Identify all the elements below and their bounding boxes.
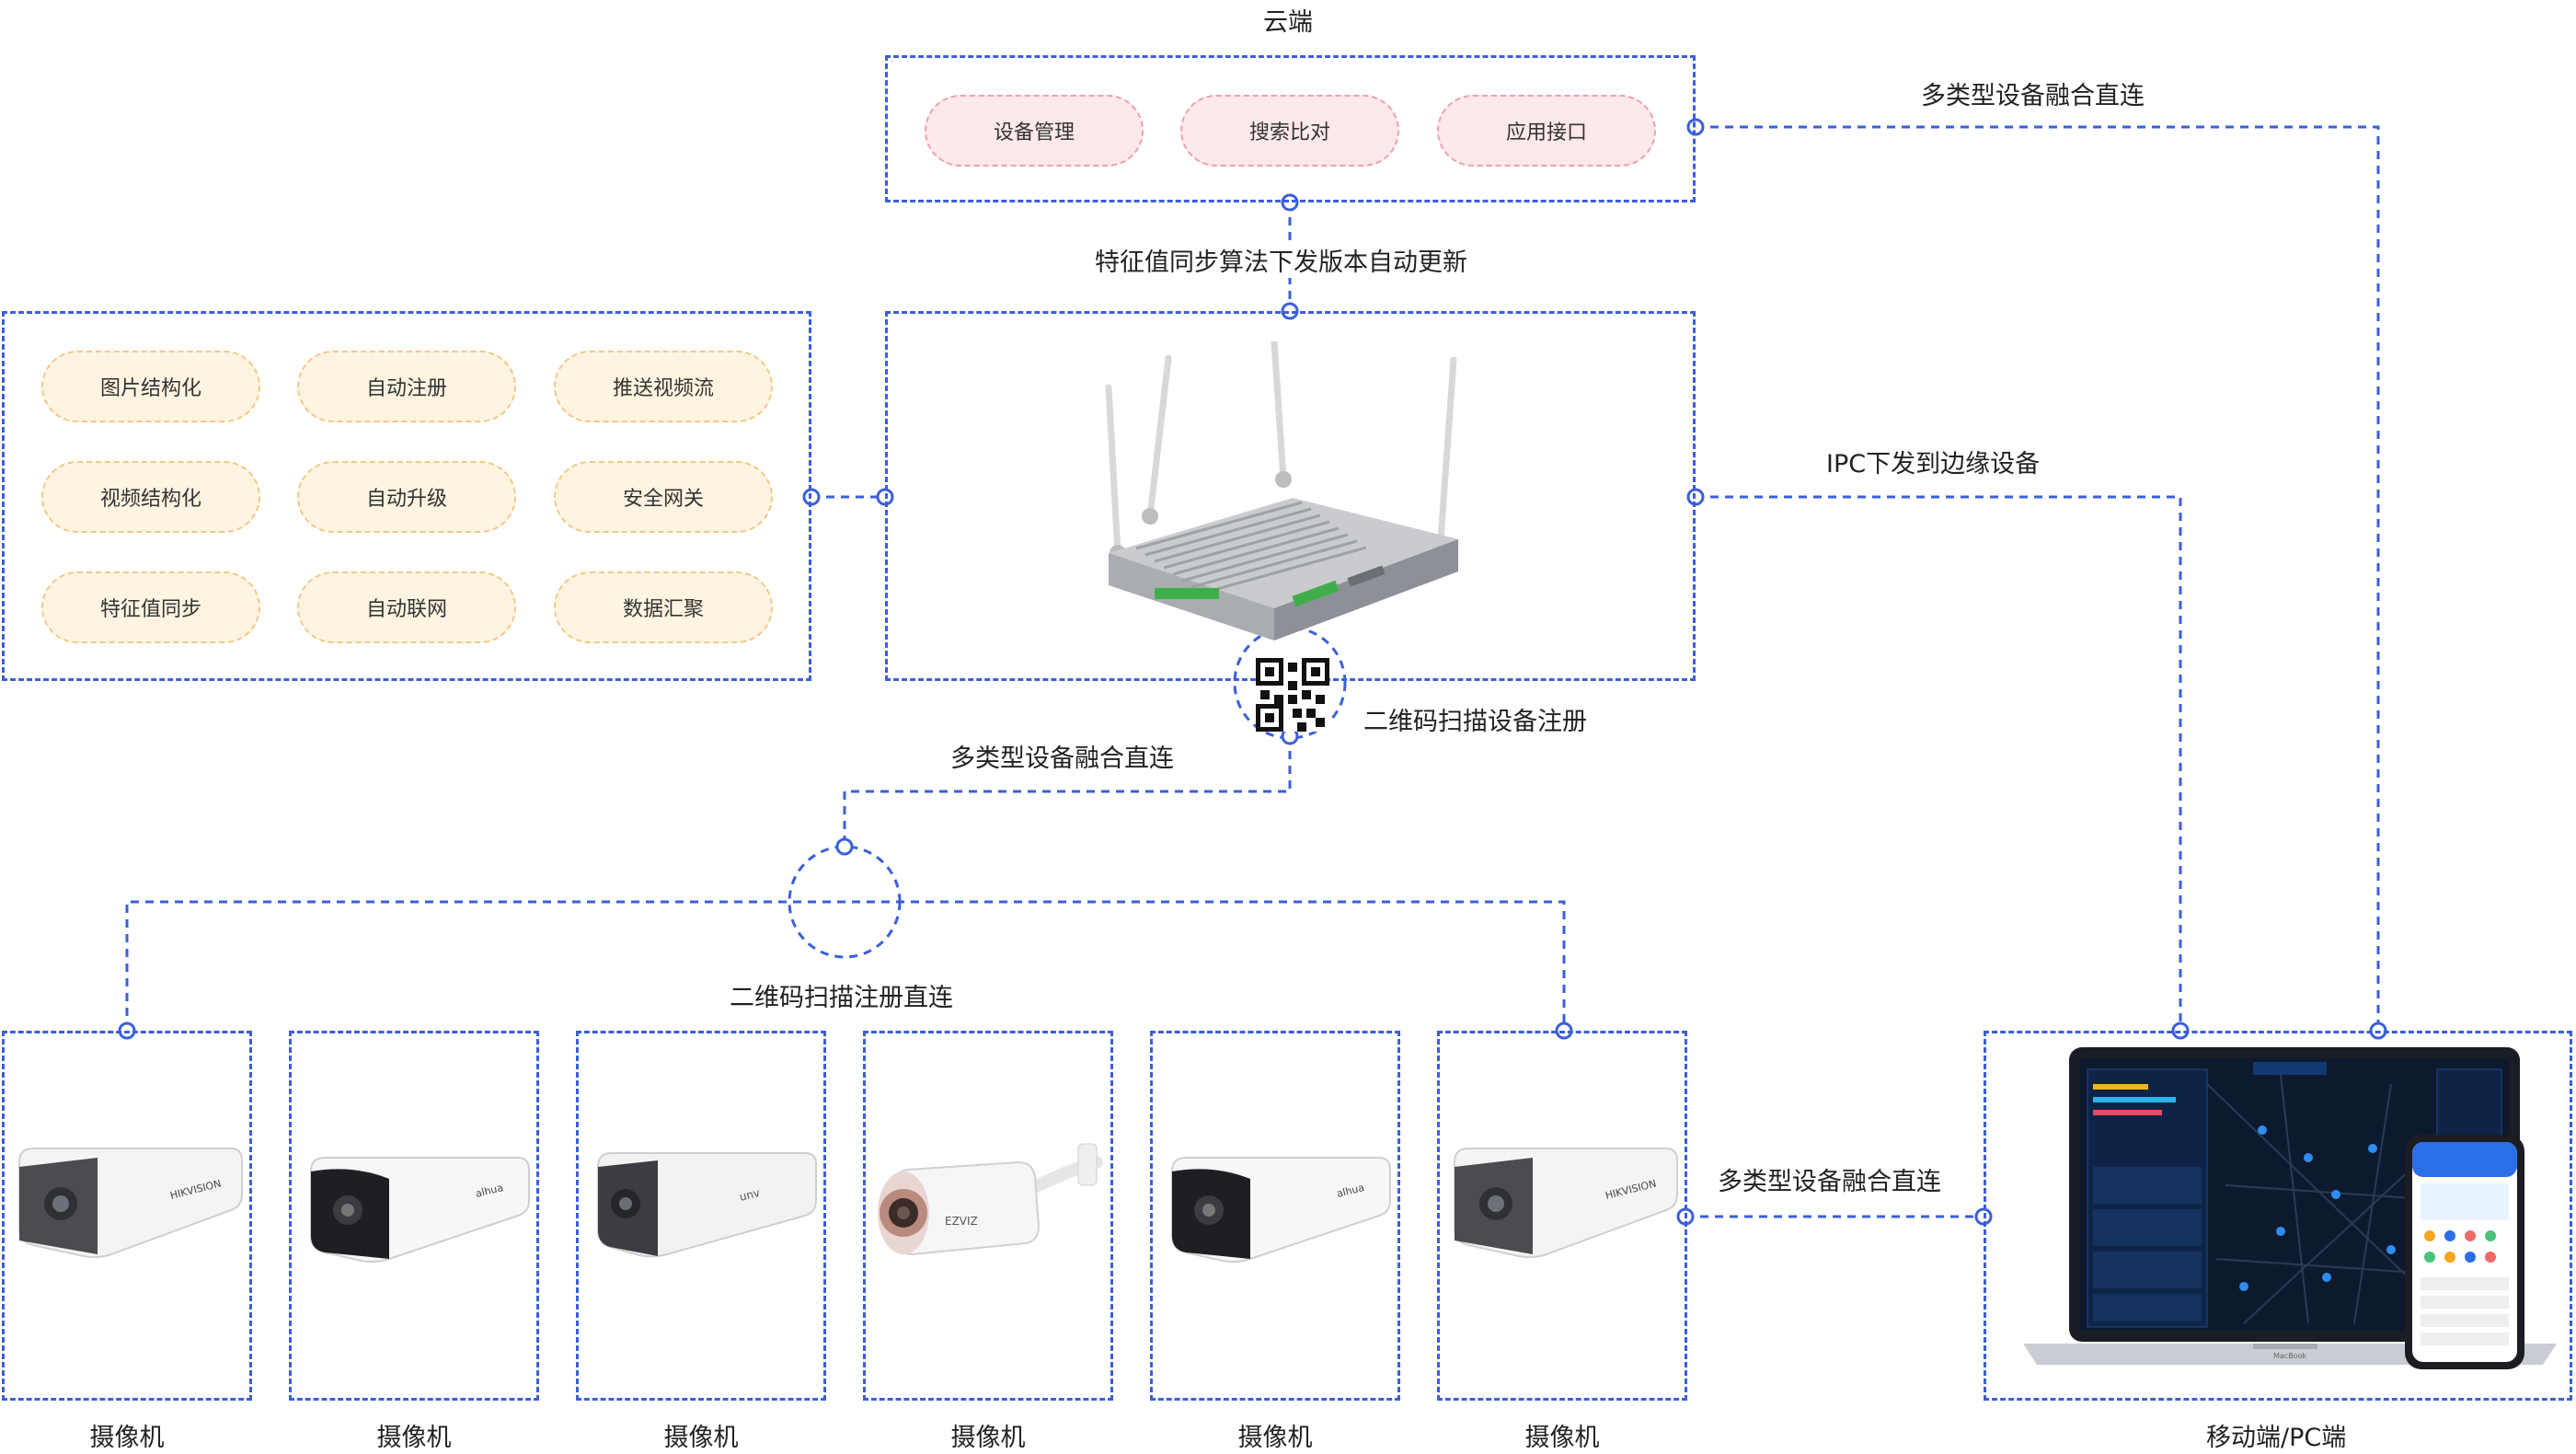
pill-security-gateway[interactable]: 安全网关 [554,461,773,533]
edge-features-box: 图片结构化 自动注册 推送视频流 视频结构化 自动升级 安全网关 特征值同步 自… [2,311,811,681]
camera-label: 摄像机 [663,1424,739,1452]
camera-box[interactable]: unv [576,1031,826,1401]
pill-video-structuring[interactable]: 视频结构化 [41,461,260,533]
bullet-camera-icon: HIKVISION [18,1148,243,1259]
qr-code-icon[interactable] [1256,658,1329,732]
pill-auto-network[interactable]: 自动联网 [297,571,516,643]
camera-box[interactable]: EZVIZ [863,1031,1113,1401]
label-qr-register: 二维码扫描设备注册 [1363,708,1587,736]
bullet-camera-icon: HIKVISION [1454,1148,1678,1259]
label-qr-direct: 二维码扫描注册直连 [730,984,953,1012]
camera-box[interactable]: alhua [289,1031,539,1401]
cloud-title: 云端 [1263,8,1313,37]
pill-image-structuring[interactable]: 图片结构化 [41,351,260,422]
laptop-brand: MacBook [2273,1352,2306,1360]
laptop-phone-image: MacBook [2023,1047,2557,1369]
mobile-pc-box[interactable]: MacBook [1984,1031,2572,1401]
pill-app-interface[interactable]: 应用接口 [1437,95,1656,167]
pill-feature-sync[interactable]: 特征值同步 [41,571,260,643]
camera-box[interactable]: alhua [1150,1031,1400,1401]
camera-label: 摄像机 [89,1424,165,1452]
camera-brand: EZVIZ [945,1215,978,1228]
cloud-box: 设备管理 搜索比对 应用接口 [885,55,1696,202]
bullet-camera-icon: unv [597,1152,817,1258]
bullet-camera-icon: EZVIZ [878,1143,1103,1256]
camera-label: 摄像机 [950,1424,1026,1452]
label-cameras-to-mobile: 多类型设备融合直连 [1718,1168,1941,1196]
mobile-pc-label: 移动端/PC端 [2206,1424,2347,1452]
pill-auto-register[interactable]: 自动注册 [297,351,516,422]
bullet-camera-icon: alhua [1171,1157,1391,1264]
label-edge-to-mobile: IPC下发到边缘设备 [1826,450,2041,479]
bullet-camera-icon: alhua [310,1157,530,1264]
pill-data-aggregation[interactable]: 数据汇聚 [554,571,773,643]
camera-brand: unv [738,1186,761,1204]
camera-box[interactable]: HIKVISION [2,1031,252,1401]
pill-auto-upgrade[interactable]: 自动升级 [297,461,516,533]
pill-search-compare[interactable]: 搜索比对 [1180,95,1399,167]
camera-label: 摄像机 [376,1424,452,1452]
camera-label: 摄像机 [1524,1424,1600,1452]
camera-box[interactable]: HIKVISION [1437,1031,1687,1401]
pill-push-video-stream[interactable]: 推送视频流 [554,351,773,422]
edge-device-box [885,311,1696,732]
label-cloud-to-mobile: 多类型设备融合直连 [1921,82,2145,110]
label-edge-to-cameras: 多类型设备融合直连 [950,744,1174,773]
camera-label: 摄像机 [1237,1424,1313,1452]
edge-gateway-image [1105,341,1458,640]
label-cloud-to-edge: 特征值同步算法下发版本自动更新 [1095,242,1467,278]
pill-device-management[interactable]: 设备管理 [925,95,1144,167]
